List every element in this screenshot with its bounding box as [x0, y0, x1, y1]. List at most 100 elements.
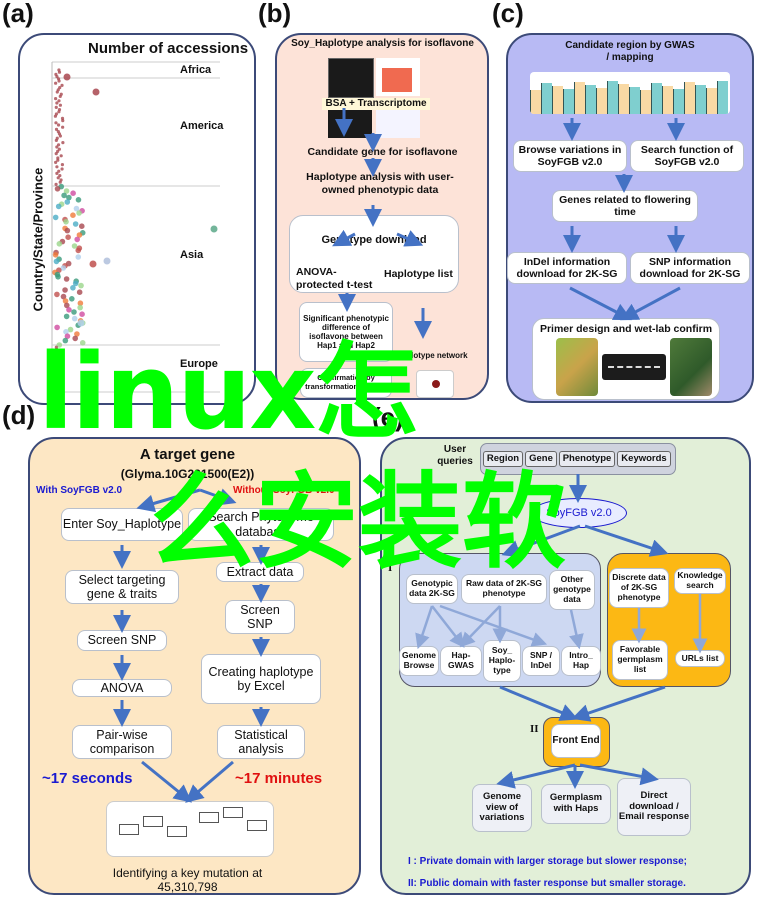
accession-dot: [55, 75, 59, 79]
accession-dot: [57, 99, 61, 103]
query-keywords-button[interactable]: Keywords: [617, 451, 671, 467]
region-europe: Europe: [180, 358, 218, 370]
accession-dot: [71, 309, 77, 315]
accession-dot: [210, 225, 218, 233]
bsa-manhattan-image: [328, 58, 374, 98]
key-mutation-result: Identifying a key mutation at 45,310,798: [112, 866, 263, 895]
accession-dot: [61, 141, 65, 145]
without-soyfgb-label: Without SoyFGB v2.0: [233, 485, 335, 496]
significant-difference-box: Significant phenotypic difference of iso…: [299, 302, 393, 362]
region-africa: Africa: [180, 64, 212, 76]
accession-dot: [58, 180, 62, 184]
user-queries-label: User queries: [437, 444, 473, 467]
output-genome-view-label: Genome view of variations: [479, 790, 525, 824]
public-source-knowledge: Knowledge search: [674, 568, 726, 594]
panel-c-title: Candidate region by GWAS / mapping: [565, 40, 695, 63]
accession-dot: [63, 188, 70, 194]
without-step-1-label: Search Phytozome database: [208, 510, 314, 539]
with-step-5-label: Pair-wise comparison: [89, 727, 155, 756]
accession-dot: [74, 331, 80, 337]
query-phenotype-button[interactable]: Phenotype: [559, 451, 615, 467]
accession-dot: [57, 79, 61, 83]
public-source-discrete-label: Discrete data of 2K-SG phenotype: [612, 572, 666, 602]
accession-dot: [61, 119, 65, 123]
output-germplasm-label: Germplasm with Haps: [549, 792, 603, 814]
flow-arrow: [141, 760, 192, 803]
haplotype-list-label: Haplotype list: [384, 268, 453, 280]
gwas-bar: [695, 85, 706, 114]
accession-dot: [54, 186, 61, 192]
accession-dot: [63, 73, 71, 81]
query-keywords-label: Keywords: [621, 452, 667, 464]
query-gene-label: Gene: [529, 452, 553, 464]
query-gene-button[interactable]: Gene: [525, 451, 557, 467]
confirmation-box: Confirmation by transformation/ editing: [300, 368, 392, 398]
gwas-bar: [585, 85, 596, 114]
accession-dot: [58, 103, 62, 107]
accession-dot: [57, 147, 61, 151]
accession-dot: [57, 110, 61, 114]
flow-arrow: [439, 604, 548, 647]
without-step-3: Screen SNP: [225, 600, 295, 634]
accession-dot: [54, 182, 58, 186]
gwas-bar: [618, 84, 629, 114]
accession-dot: [54, 97, 58, 101]
genes-flowering-label: Genes related to flowering time: [559, 193, 691, 218]
public-output-germplasm-label: Favorable germplasm list: [617, 644, 663, 674]
panel-b-label: (b): [258, 0, 292, 28]
with-soyfgb-label: With SoyFGB v2.0: [36, 485, 123, 496]
legend-public: II: Public domain with faster response b…: [408, 878, 686, 889]
flow-arrow: [199, 488, 237, 506]
accession-dot: [75, 197, 82, 203]
public-output-urls-label: URLs list: [681, 652, 719, 663]
accession-dot: [72, 280, 79, 287]
accession-dot: [64, 302, 70, 309]
browse-variations-box: Browse variations in SoyFGB v2.0: [513, 140, 627, 172]
public-source-knowledge-label: Knowledge search: [677, 570, 723, 590]
query-region-button[interactable]: Region: [483, 451, 523, 467]
front-end-label: Front End: [552, 735, 600, 747]
accession-dot: [56, 156, 60, 160]
accession-dot: [66, 307, 72, 313]
gwas-bar: [629, 87, 640, 114]
with-step-1: Enter Soy_Haplotype: [61, 508, 183, 541]
without-step-2-label: Extract data: [226, 564, 294, 579]
accession-dot: [58, 378, 62, 382]
flow-arrow: [496, 763, 576, 789]
private-source-raw: Raw data of 2K-SG phenotype: [461, 574, 547, 604]
accession-dot: [55, 101, 59, 105]
accession-dot: [69, 296, 75, 302]
flow-arrow: [569, 609, 584, 650]
accession-dot: [79, 340, 86, 346]
boxplot-box: [143, 816, 163, 827]
accession-dot: [53, 114, 58, 118]
accession-dot: [52, 214, 59, 221]
gwas-bar: [541, 83, 552, 114]
with-step-4-label: ANOVA: [100, 680, 144, 695]
accession-dot: [55, 165, 59, 169]
with-step-1-label: Enter Soy_Haplotype: [62, 517, 182, 532]
with-step-3-label: Screen SNP: [87, 633, 157, 648]
search-function-label: Search function of SoyFGB v2.0: [640, 143, 734, 168]
expression-image: [376, 108, 420, 138]
flow-arrow: [396, 230, 424, 247]
accession-dot: [55, 347, 59, 351]
accession-dot: [55, 352, 60, 356]
accession-dot: [63, 276, 70, 282]
flow-arrow: [431, 605, 465, 648]
without-step-3-label: Screen SNP: [240, 602, 280, 631]
plant-photo-2: [670, 338, 712, 396]
panel-c-label: (c): [492, 0, 524, 28]
flow-arrow: [571, 685, 666, 722]
accession-dot: [62, 337, 69, 344]
region-america: America: [180, 120, 224, 132]
accession-dot: [55, 90, 59, 94]
flow-arrow: [332, 229, 356, 247]
accession-dot: [71, 243, 78, 249]
private-source-other: Other genotype data: [549, 570, 595, 610]
accession-dot: [55, 145, 59, 149]
with-step-2: Select targeting gene & traits: [65, 570, 179, 604]
gwas-bar: [640, 90, 651, 114]
domain-2-marker: II: [530, 723, 539, 735]
